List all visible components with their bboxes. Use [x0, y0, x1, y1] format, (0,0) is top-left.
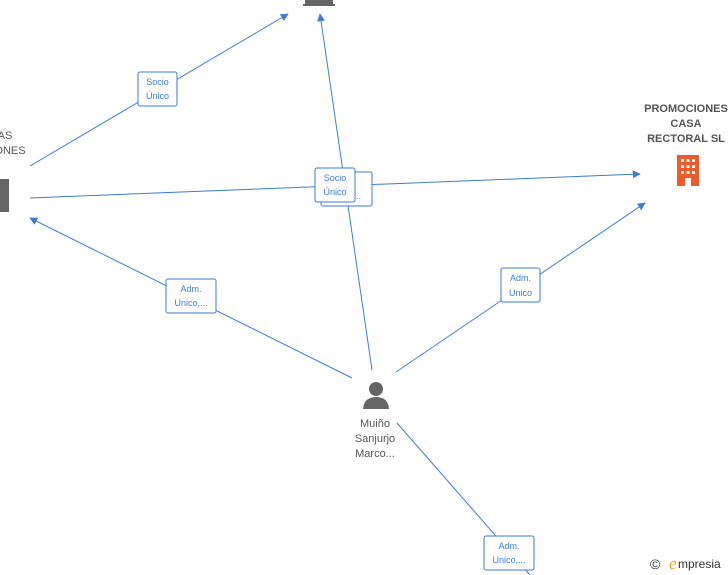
- relation-line-2: Único: [146, 91, 169, 101]
- relation-line-2: Unico,...: [174, 298, 207, 308]
- relation-line-2: Unico,...: [492, 555, 525, 565]
- relation-line-1: Adm.: [180, 284, 201, 294]
- relation-adm-unico-right[interactable]: Adm. Unico: [500, 267, 541, 303]
- building-icon: [0, 179, 9, 212]
- person-label-line: Sanjurjo: [355, 433, 395, 445]
- company-label-line: AS: [0, 130, 12, 142]
- relation-line-1: Socio: [146, 77, 169, 87]
- relation-line-1: Socio: [324, 173, 347, 183]
- person-node-muino[interactable]: Muiño Sanjurjo Marco...: [355, 382, 395, 460]
- company-label-line: ONES: [0, 145, 26, 157]
- logo-wordmark: mpresia: [678, 557, 721, 571]
- company-node-left[interactable]: AS ONES: [0, 130, 26, 212]
- relation-adm-unico-bottom[interactable]: Adm. Unico,...: [483, 535, 535, 571]
- relation-socio-unico-center[interactable]: Socio Único: [314, 167, 356, 203]
- relation-line-2: ....: [351, 191, 361, 201]
- relation-socio-unico-top[interactable]: Socio Único: [137, 71, 178, 107]
- relation-line-2: Unico: [509, 288, 532, 298]
- company-label-line: PROMOCIONES: [644, 103, 728, 115]
- building-icon: [677, 155, 699, 186]
- building-icon: [303, 0, 335, 6]
- person-label-line: Muiño: [360, 418, 390, 430]
- empresia-logo: © e mpresia: [650, 554, 721, 573]
- edges: [29, 13, 646, 575]
- company-label-line: RECTORAL SL: [647, 133, 725, 145]
- copyright-symbol: ©: [650, 556, 661, 572]
- relation-line-2: Único: [323, 187, 346, 197]
- person-icon: [363, 382, 389, 409]
- logo-initial: e: [669, 554, 677, 573]
- relation-line-1: Adm.: [498, 541, 519, 551]
- relation-line-1: Adm.: [510, 273, 531, 283]
- person-label-line: Marco...: [355, 448, 395, 460]
- company-label-line: CASA: [670, 118, 701, 130]
- company-node-promociones[interactable]: PROMOCIONES CASA RECTORAL SL: [644, 103, 728, 186]
- company-node-top[interactable]: [303, 0, 335, 6]
- relation-adm-unico-left[interactable]: Adm. Unico,...: [165, 278, 217, 314]
